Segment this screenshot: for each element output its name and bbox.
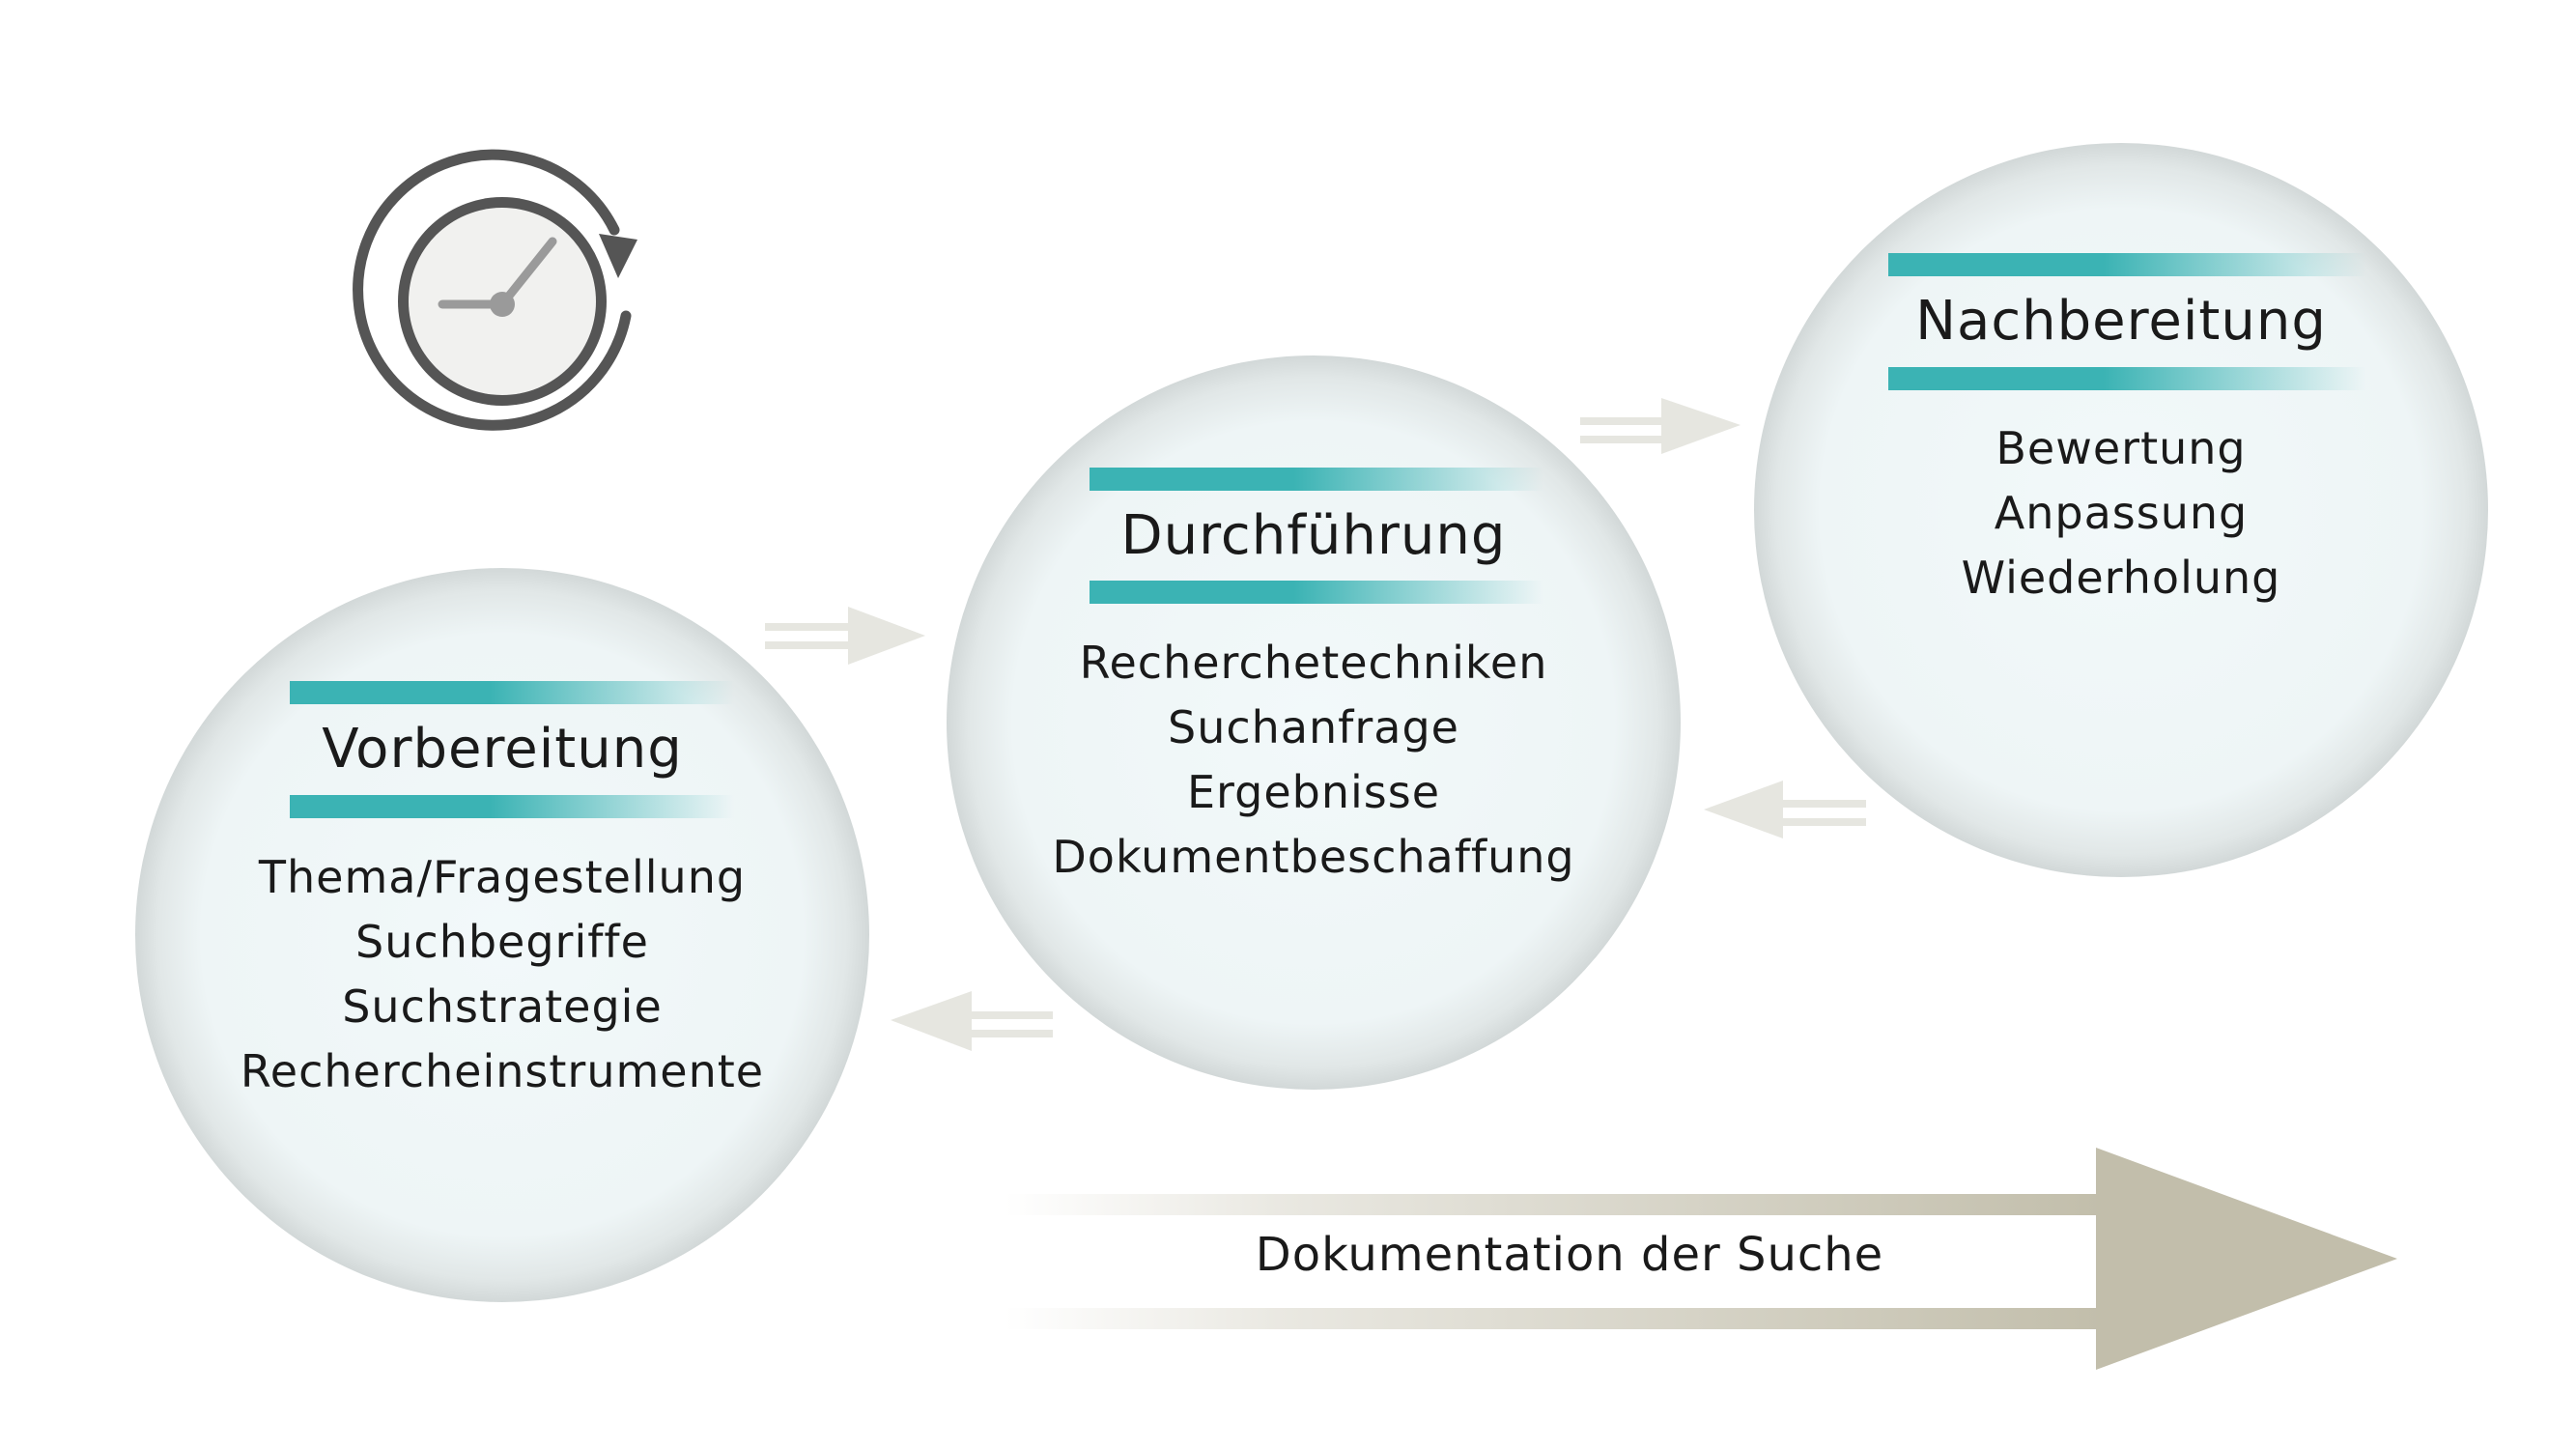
documentation-label: Dokumentation der Suche bbox=[1255, 1228, 1884, 1282]
title-bar-top bbox=[290, 681, 734, 704]
documentation-arrow bbox=[1005, 1148, 2397, 1370]
list-item: Suchanfrage bbox=[1168, 701, 1459, 753]
list-item: Bewertung bbox=[1996, 422, 2247, 474]
phase-title: Nachbereitung bbox=[1915, 290, 2327, 353]
list-item: Ergebnisse bbox=[1186, 766, 1441, 818]
arrow-left-icon bbox=[891, 991, 1053, 1051]
phase-item-list: Bewertung Anpassung Wiederholung bbox=[1793, 416, 2449, 611]
arrow-left-icon bbox=[1704, 781, 1866, 838]
phase-vorbereitung: Vorbereitung Thema/Fragestellung Suchbeg… bbox=[174, 0, 831, 1159]
phase-circle-nachbereitung bbox=[1754, 143, 2488, 877]
list-item: Wiederholung bbox=[1961, 552, 2281, 604]
phase-item-list: Thema/Fragestellung Suchbegriffe Suchstr… bbox=[174, 845, 831, 1104]
phase-circle-durchfuehrung bbox=[947, 355, 1681, 1090]
list-item: Thema/Fragestellung bbox=[258, 851, 747, 903]
title-bar-bottom bbox=[290, 795, 734, 818]
arrow-right-icon bbox=[1580, 398, 1741, 454]
clock-cycle-icon bbox=[353, 149, 637, 431]
arrow-right-icon bbox=[765, 607, 925, 665]
list-item: Anpassung bbox=[1994, 487, 2249, 539]
phase-title: Durchführung bbox=[1120, 504, 1507, 567]
phase-title: Vorbereitung bbox=[322, 718, 683, 781]
phase-nachbereitung: Nachbereitung Bewertung Anpassung Wieder… bbox=[1793, 0, 2449, 966]
phase-item-list: Recherchetechniken Suchanfrage Ergebniss… bbox=[985, 631, 1642, 890]
list-item: Suchstrategie bbox=[342, 980, 663, 1033]
title-bar-top bbox=[1888, 253, 2366, 276]
list-item: Dokumentbeschaffung bbox=[1052, 831, 1575, 883]
list-item: Suchbegriffe bbox=[355, 916, 649, 968]
list-item: Recherchetechniken bbox=[1079, 637, 1548, 689]
title-bar-bottom bbox=[1090, 581, 1543, 604]
title-bar-top bbox=[1090, 468, 1543, 491]
title-bar-bottom bbox=[1888, 367, 2366, 390]
phase-circle-vorbereitung bbox=[135, 568, 869, 1302]
list-item: Rechercheinstrumente bbox=[240, 1045, 765, 1097]
phase-durchfuehrung: Durchführung Recherchetechniken Suchanfr… bbox=[985, 0, 1642, 1159]
